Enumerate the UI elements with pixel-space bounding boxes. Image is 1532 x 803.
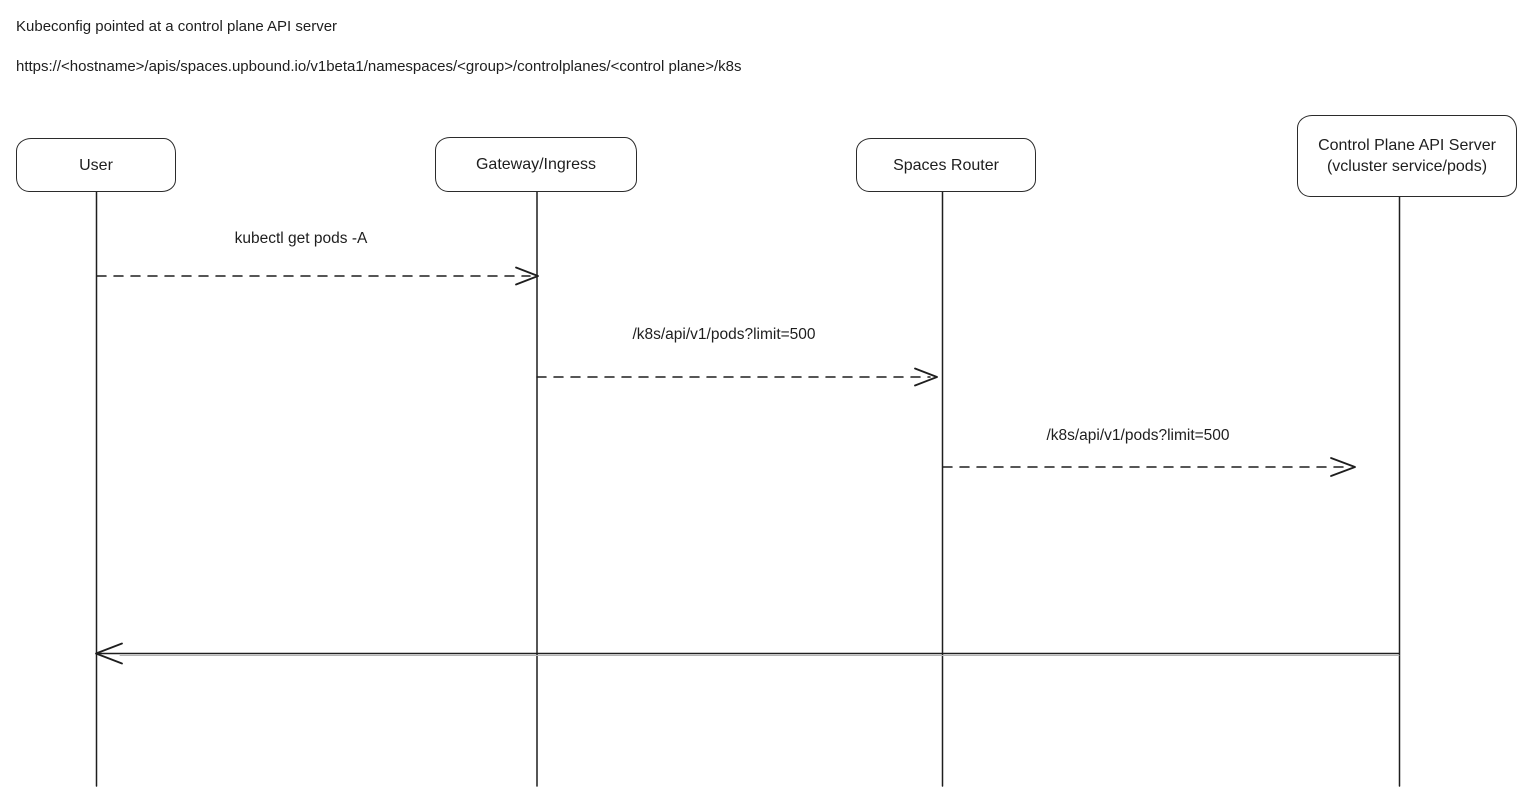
actor-box-spaces-router: Spaces Router	[856, 138, 1036, 192]
actor-label-user: User	[79, 156, 113, 174]
arrow-k8s-api-1-head-icon	[914, 367, 938, 387]
actor-box-user: User	[16, 138, 176, 192]
message-label-k8s-api-1: /k8s/api/v1/pods?limit=500	[632, 326, 816, 343]
message-label-k8s-api-2: /k8s/api/v1/pods?limit=500	[1046, 427, 1230, 444]
actor-label-control-plane: Control Plane API Server	[1318, 137, 1496, 154]
actor-box-control-plane: Control Plane API Server (vcluster servi…	[1297, 115, 1517, 197]
arrow-kubectl-head-icon	[515, 266, 539, 286]
actor-sublabel-control-plane: (vcluster service/pods)	[1326, 158, 1488, 175]
actor-box-gateway: Gateway/Ingress	[435, 137, 637, 192]
actor-label-gateway: Gateway/Ingress	[475, 156, 597, 173]
message-label-kubectl: kubectl get pods -A	[234, 230, 368, 247]
arrow-k8s-api-2-head-icon	[1330, 457, 1356, 477]
actor-label-spaces-router: Spaces Router	[893, 156, 999, 174]
return-arrow-head-icon	[95, 642, 123, 665]
kubeconfig-url-text: https://<hostname>/apis/spaces.upbound.i…	[16, 58, 742, 75]
diagram-title: Kubeconfig pointed at a control plane AP…	[16, 18, 338, 35]
